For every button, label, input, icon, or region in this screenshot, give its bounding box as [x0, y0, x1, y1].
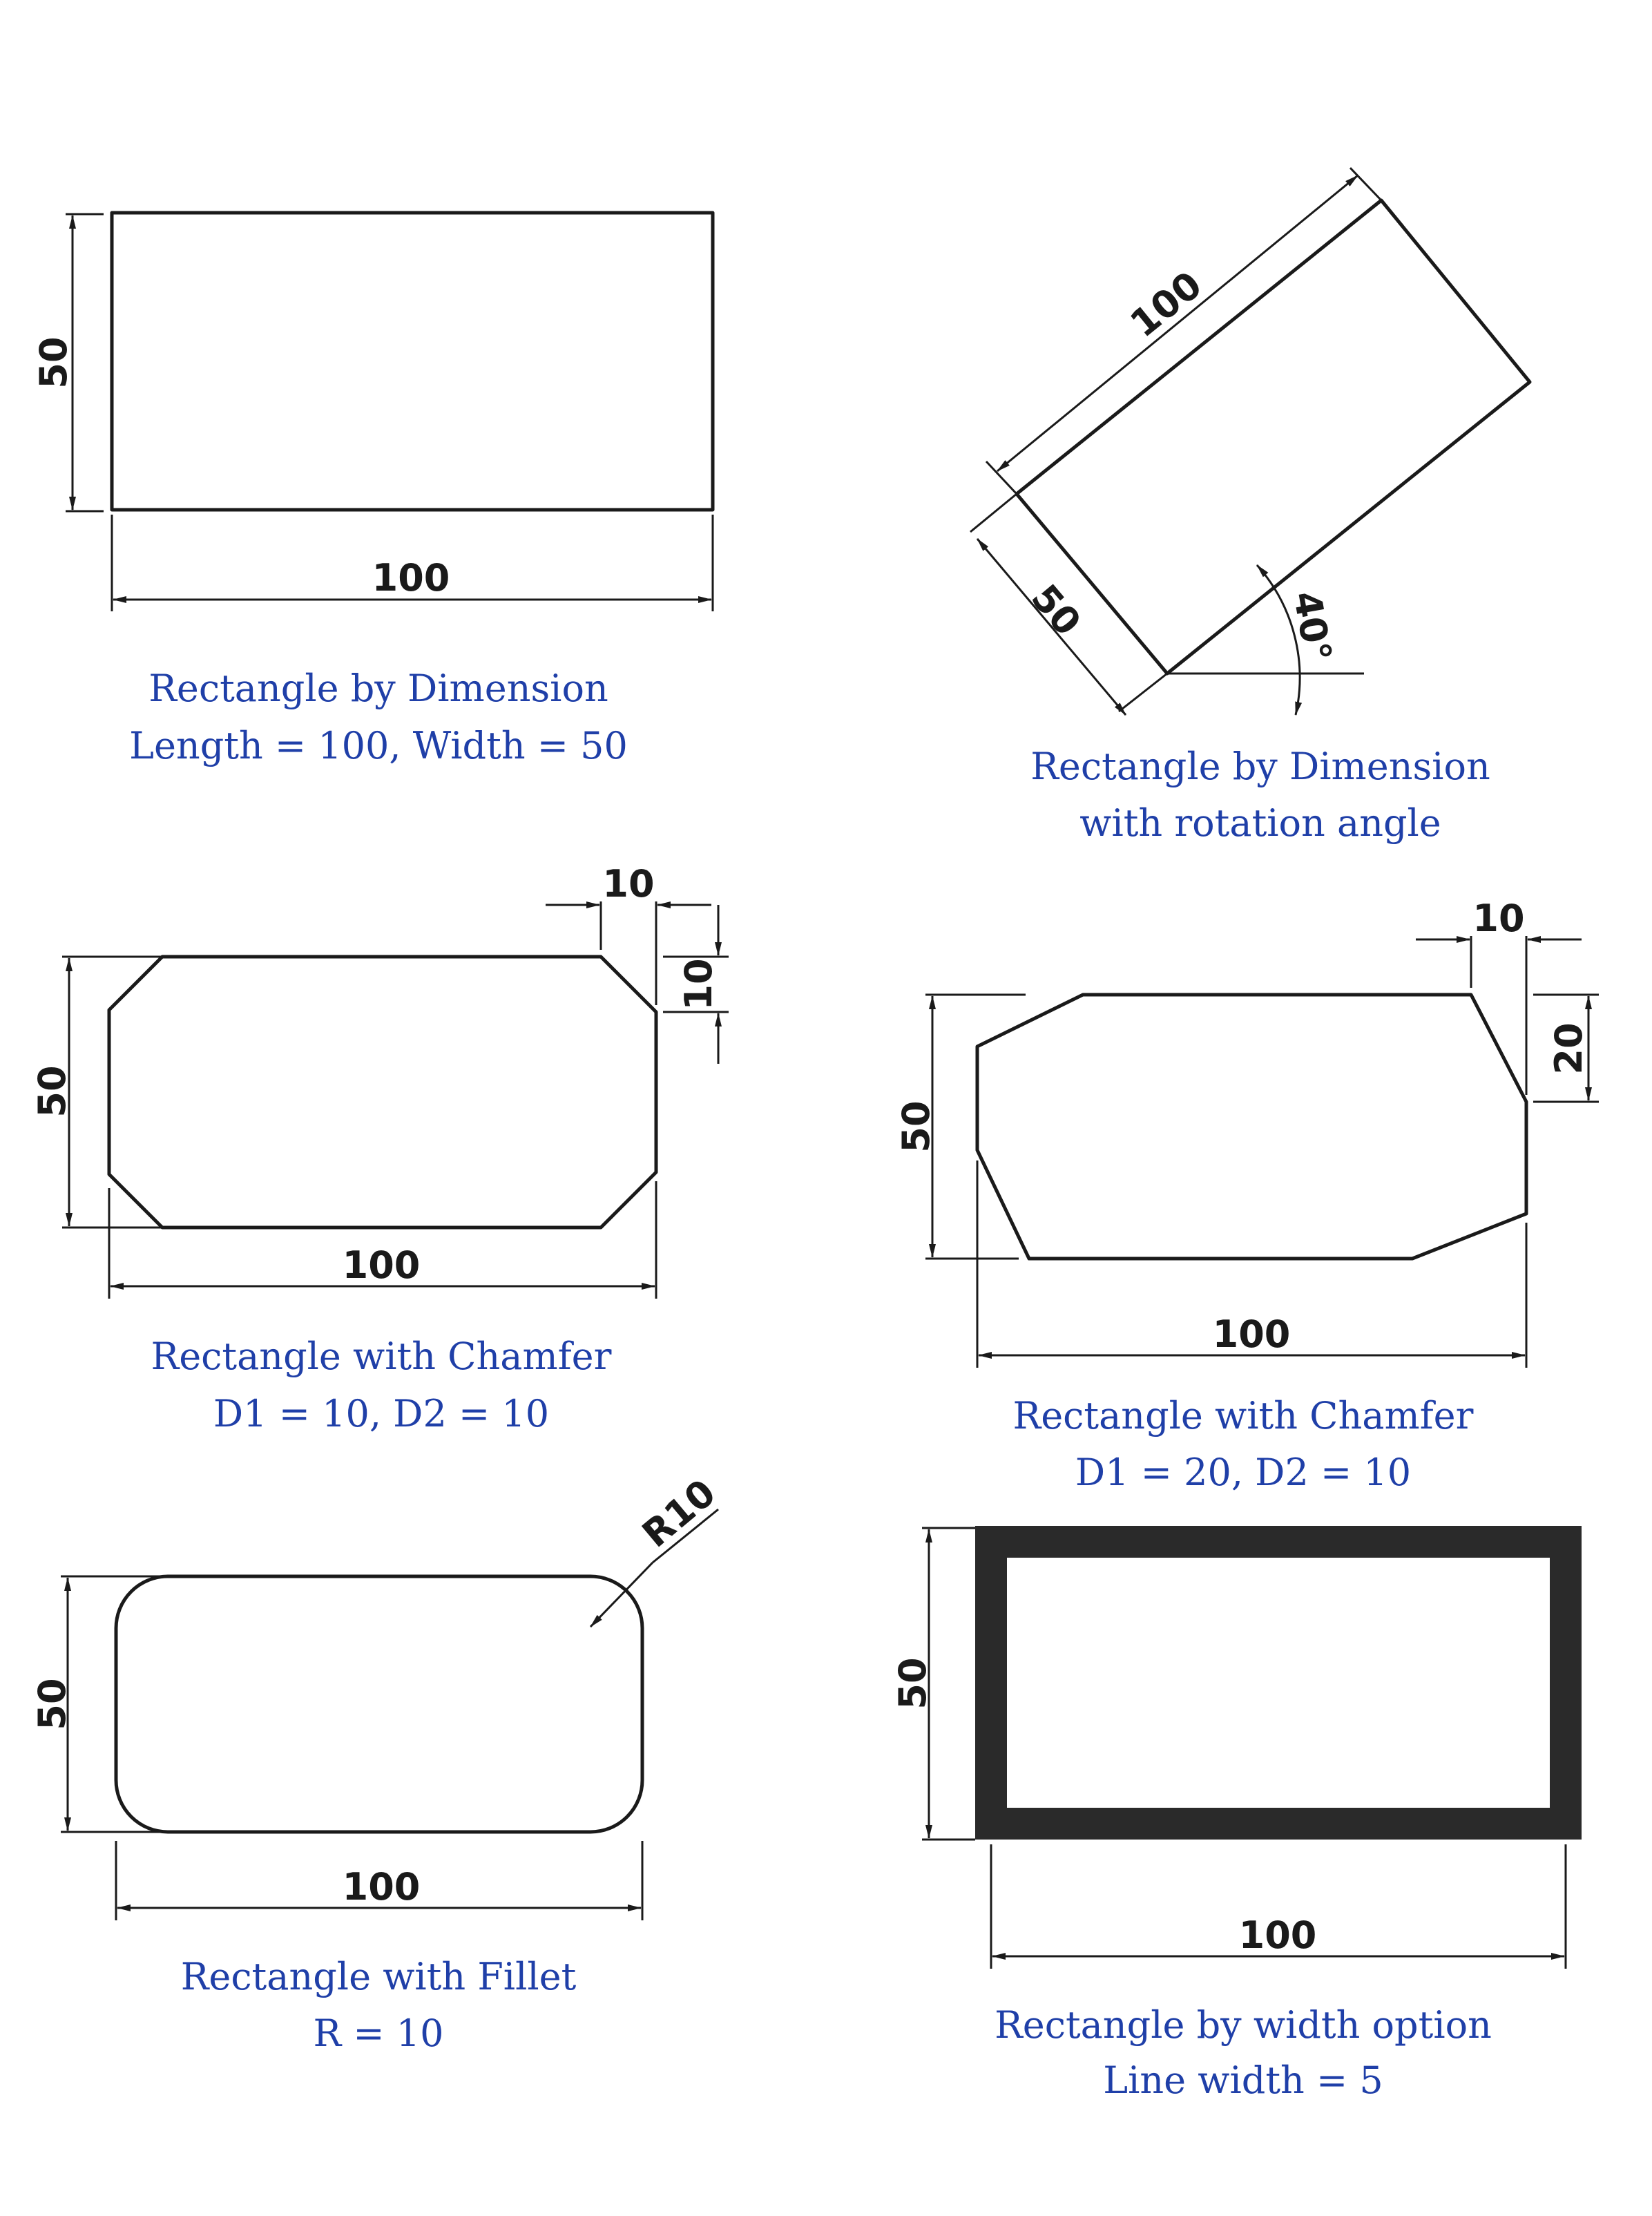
figure-rect-fillet: 50 100 R10 Rectangle with Fillet R = 10 — [30, 1471, 724, 2055]
chamfered-rectangle-shape — [975, 993, 1528, 1261]
figure-rect-width: 50 100 Rectangle by width option Line wi… — [891, 1526, 1582, 2102]
width-dimension-label: 50 — [30, 1678, 74, 1730]
caption-line-1: Rectangle with Fillet — [181, 1955, 577, 1998]
length-dimension-label: 100 — [343, 1865, 421, 1909]
radius-leader — [589, 1561, 654, 1628]
length-dimension-label: 100 — [343, 1243, 421, 1287]
d2-dimension-label: 20 — [1547, 1022, 1591, 1074]
length-dimension-label: 100 — [372, 556, 450, 600]
caption-line-1: Rectangle with Chamfer — [1013, 1394, 1474, 1437]
caption-line-2: D1 = 20, D2 = 10 — [1075, 1451, 1411, 1494]
width-dimension-label: 50 — [32, 336, 75, 388]
width-dimension-label: 50 — [1023, 576, 1090, 644]
caption-line-1: Rectangle by Dimension — [148, 667, 608, 710]
rectangle-shape — [110, 211, 715, 512]
filleted-rectangle-shape — [114, 1574, 644, 1834]
figure-rect-chamfer-2: 50 100 10 20 Rectangle with Chamfer D1 =… — [894, 897, 1599, 1494]
thick-rectangle-shape — [975, 1526, 1582, 1840]
caption-line-2: D1 = 10, D2 = 10 — [213, 1392, 549, 1435]
width-dimension-line — [976, 538, 1127, 716]
width-dimension-label: 50 — [891, 1657, 934, 1709]
width-dimension-label: 50 — [30, 1065, 74, 1117]
caption-line-1: Rectangle with Chamfer — [151, 1335, 612, 1378]
length-dimension-label: 100 — [1239, 1913, 1317, 1957]
caption-line-1: Rectangle by Dimension — [1030, 745, 1490, 788]
width-dimension-label: 50 — [894, 1100, 938, 1152]
caption-line-2: R = 10 — [314, 2012, 444, 2055]
length-dimension-label: 100 — [1213, 1312, 1291, 1356]
angle-arc — [1256, 564, 1303, 716]
d1-dimension-label: 10 — [602, 862, 654, 906]
figure-rect-rotation: 100 50 40° Rectangle by Dimension with r… — [970, 166, 1532, 845]
rotated-rectangle-shape — [1015, 198, 1532, 676]
caption-line-2: Line width = 5 — [1103, 2059, 1383, 2102]
caption-line-2: Length = 100, Width = 50 — [129, 724, 628, 767]
figure-rect-chamfer-1: 50 100 10 10 Rectangle with Chamfer D1 =… — [30, 862, 729, 1435]
angle-label: 40° — [1285, 588, 1340, 665]
chamfered-rectangle-shape — [107, 955, 658, 1230]
figure-rect-dimension: 50 100 Rectangle by Dimension Length = 1… — [32, 211, 715, 767]
caption-line-2: with rotation angle — [1079, 801, 1441, 845]
caption-line-1: Rectangle by width option — [995, 2003, 1492, 2047]
d1-dimension-label: 10 — [1472, 897, 1524, 940]
length-dimension-line — [997, 174, 1358, 472]
radius-label: R10 — [634, 1471, 724, 1556]
d2-dimension-label: 10 — [677, 958, 720, 1010]
